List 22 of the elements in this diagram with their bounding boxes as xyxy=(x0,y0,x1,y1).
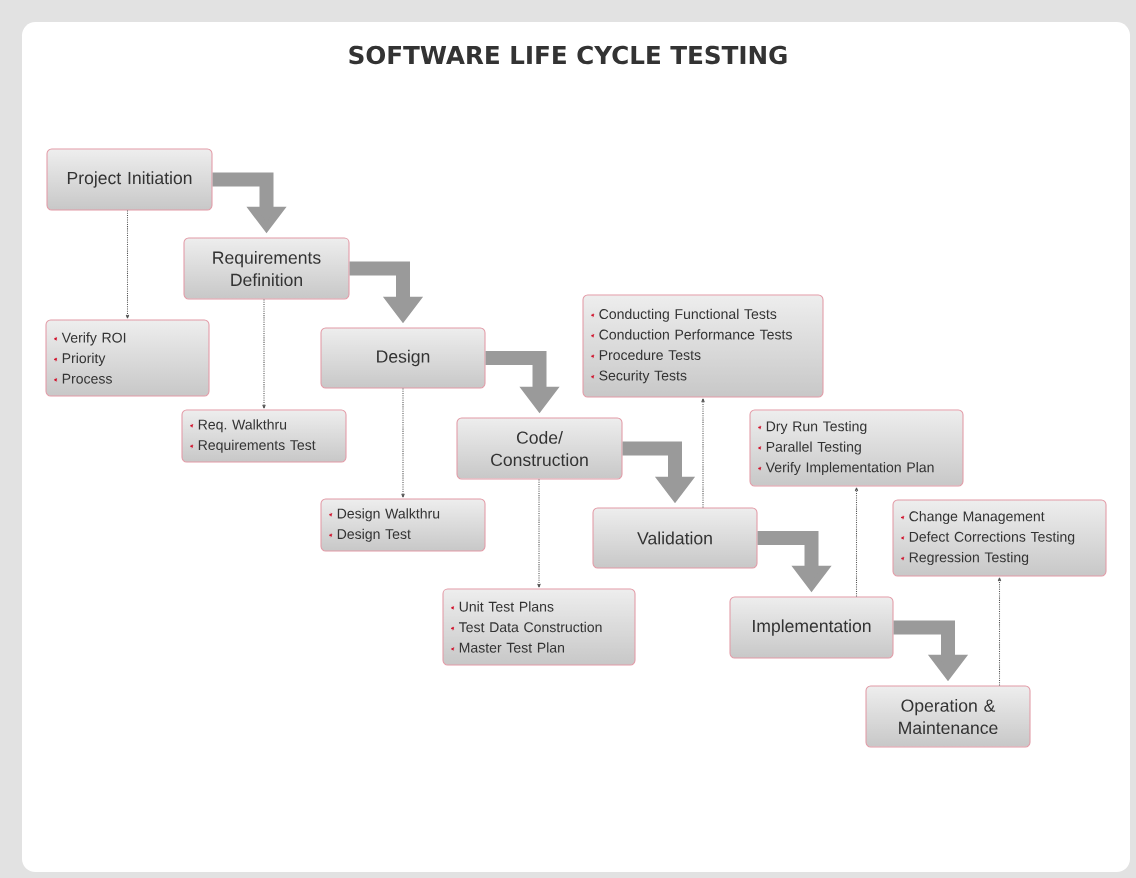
process-box: Requirements Definition xyxy=(183,237,350,300)
dotted-arrow xyxy=(125,210,130,319)
process-box: Implementation xyxy=(729,596,894,659)
list-box: Unit Test Plans Test Data Construction Master Test Plan xyxy=(442,588,636,666)
process-box: Design xyxy=(320,327,486,389)
list-box: Change Management Defect Corrections Testing Regression Testing xyxy=(892,499,1107,577)
process-box: Code/ Construction xyxy=(456,417,623,480)
dotted-arrow xyxy=(997,577,1002,686)
list-box: Design Walkthru Design Test xyxy=(320,498,486,552)
dotted-arrow xyxy=(401,388,405,498)
dotted-arrow xyxy=(537,479,541,588)
process-box: Project Initiation xyxy=(46,148,213,211)
dotted-arrow xyxy=(701,398,705,508)
dotted-arrow xyxy=(262,299,266,409)
list-box: Conducting Functional Tests Conduction Performance Tests Procedure Tests Security Tests xyxy=(582,294,824,398)
dotted-arrow xyxy=(854,487,859,597)
process-box: Operation & Maintenance xyxy=(865,685,1031,748)
title: SOFTWARE LIFE CYCLE TESTING xyxy=(349,45,787,65)
list-box: Dry Run Testing Parallel Testing Verify Implementation Plan xyxy=(749,409,964,487)
process-box: Validation xyxy=(592,507,758,569)
list-box: Verify ROI Priority Process xyxy=(45,319,210,397)
list-box: Req. Walkthru Requirements Test xyxy=(181,409,347,463)
